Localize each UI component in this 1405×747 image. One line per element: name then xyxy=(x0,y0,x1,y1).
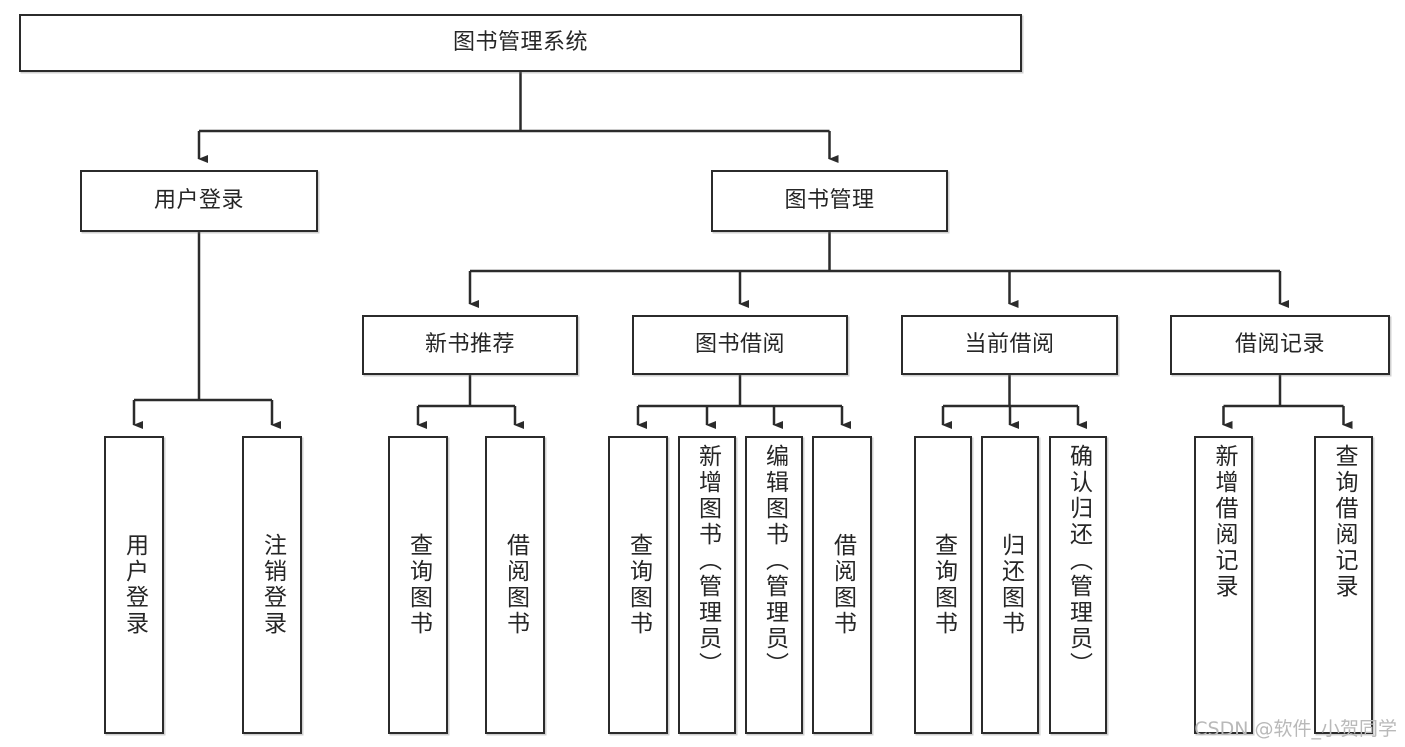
node-label: 用户登录 xyxy=(121,533,148,637)
node-label: 确认归还（管理员） xyxy=(1065,444,1092,678)
node-root[interactable]: 图书管理系统 xyxy=(19,14,1022,72)
node-label: 归还图书 xyxy=(997,533,1024,637)
node-label: 用户登录 xyxy=(153,187,244,213)
node-label: 借阅图书 xyxy=(829,533,856,637)
node-user-login[interactable]: 用户登录 xyxy=(80,170,318,232)
node-label: 注销登录 xyxy=(259,533,286,637)
watermark-text: CSDN @软件_小贺同学 xyxy=(1194,718,1397,740)
node-label: 新增借阅记录 xyxy=(1211,444,1237,600)
node-leaf-rec-add[interactable]: 新增借阅记录 xyxy=(1194,436,1253,734)
node-leaf-cur-confirm[interactable]: 确认归还（管理员） xyxy=(1049,436,1107,734)
node-current-borrow[interactable]: 当前借阅 xyxy=(901,315,1118,375)
node-leaf-cur-query[interactable]: 查询图书 xyxy=(914,436,972,734)
node-label: 图书借阅 xyxy=(694,331,785,357)
node-label: 新增图书（管理员） xyxy=(694,444,721,678)
node-leaf-borrow-edit[interactable]: 编辑图书（管理员） xyxy=(745,436,803,734)
node-label: 借阅记录 xyxy=(1234,331,1325,357)
node-label: 图书管理系统 xyxy=(452,29,588,55)
node-label: 查询图书 xyxy=(405,533,432,637)
node-book-borrow[interactable]: 图书借阅 xyxy=(632,315,848,375)
node-leaf-rec-borrow[interactable]: 借阅图书 xyxy=(485,436,545,734)
node-leaf-rec-search[interactable]: 查询借阅记录 xyxy=(1314,436,1373,734)
node-leaf-cur-return[interactable]: 归还图书 xyxy=(981,436,1039,734)
node-label: 当前借阅 xyxy=(964,331,1055,357)
node-label: 借阅图书 xyxy=(502,533,529,637)
node-leaf-borrow-query[interactable]: 查询图书 xyxy=(608,436,668,734)
node-label: 新书推荐 xyxy=(424,331,515,357)
node-borrow-record[interactable]: 借阅记录 xyxy=(1170,315,1390,375)
node-leaf-user-login[interactable]: 用户登录 xyxy=(104,436,164,734)
node-label: 查询借阅记录 xyxy=(1331,444,1357,600)
node-label: 查询图书 xyxy=(930,533,957,637)
node-book-manage[interactable]: 图书管理 xyxy=(711,170,948,232)
node-leaf-borrow-lend[interactable]: 借阅图书 xyxy=(812,436,872,734)
node-leaf-borrow-add[interactable]: 新增图书（管理员） xyxy=(678,436,736,734)
node-label: 图书管理 xyxy=(784,187,875,213)
node-leaf-user-logout[interactable]: 注销登录 xyxy=(242,436,302,734)
node-leaf-rec-query[interactable]: 查询图书 xyxy=(388,436,448,734)
node-label: 编辑图书（管理员） xyxy=(761,444,788,678)
node-new-book-rec[interactable]: 新书推荐 xyxy=(362,315,578,375)
node-label: 查询图书 xyxy=(625,533,652,637)
